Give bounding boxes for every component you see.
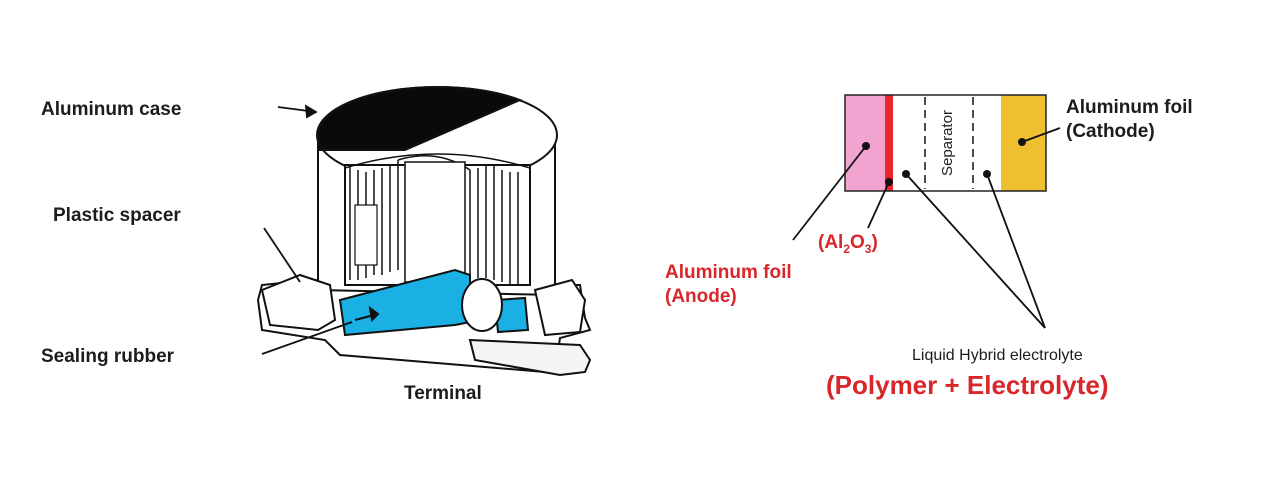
- case-top-dark: [317, 86, 523, 151]
- leader-rubber: [261, 321, 353, 355]
- spacer-right: [533, 278, 587, 337]
- spacer-left: [260, 273, 337, 332]
- left-leaders: [261, 104, 353, 355]
- schematic-frame: [844, 94, 1047, 192]
- label-anode-line1: Aluminum foil: [665, 262, 792, 283]
- inner-core: [404, 161, 466, 283]
- leader-oxide: [867, 181, 890, 229]
- label-electrolyte-formula: (Polymer + Electrolyte): [826, 370, 1109, 400]
- label-oxide: (Al2O3): [818, 232, 878, 256]
- label-cathode-line2: (Cathode): [1066, 121, 1155, 142]
- leader-case-head: [304, 104, 318, 119]
- electrolyte-space: [893, 95, 1001, 191]
- leader-electrolyte-2: [986, 173, 1046, 329]
- layer-schematic: Separator: [844, 94, 1047, 192]
- terminal-post: [461, 278, 503, 332]
- wind-white-block: [354, 204, 378, 266]
- separator-label: Separator: [939, 110, 956, 176]
- label-aluminum-case: Aluminum case: [41, 99, 182, 120]
- label-electrolyte-caption: Liquid Hybrid electrolyte: [912, 347, 1083, 364]
- terminal-lead: [468, 338, 592, 377]
- leader-spacer: [263, 227, 301, 283]
- label-cathode-line1: Aluminum foil: [1066, 97, 1193, 118]
- right-leaders: [792, 127, 1061, 329]
- leader-anode: [792, 145, 867, 241]
- rubber-arrow-head: [368, 305, 380, 323]
- label-terminal: Terminal: [404, 383, 482, 404]
- capacitor-cutaway: [256, 86, 592, 377]
- label-anode-line2: (Anode): [665, 286, 737, 307]
- oxide-layer: [885, 95, 893, 191]
- label-plastic-spacer: Plastic spacer: [53, 205, 181, 226]
- winding-layers: [344, 153, 531, 285]
- leader-cathode: [1021, 127, 1061, 143]
- leader-electrolyte-1: [905, 173, 1046, 329]
- label-sealing-rubber: Sealing rubber: [41, 346, 175, 367]
